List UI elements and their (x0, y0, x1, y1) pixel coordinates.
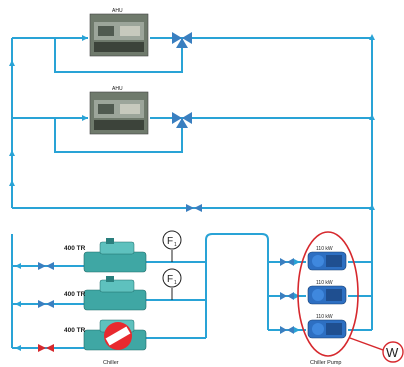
arrow-left (15, 345, 21, 351)
flow-meter-subscript: 1 (174, 280, 177, 286)
pump-valves (280, 258, 294, 334)
arrow-up (9, 180, 15, 186)
flow-meter-symbol: F (167, 236, 173, 247)
ahu-label: AHU (112, 8, 123, 14)
pump-power-label: 110 kW (316, 280, 333, 286)
flow-meter-symbol: F (167, 274, 173, 285)
chiller-group-caption: Chiller (103, 360, 119, 366)
ahu-label: AHU (112, 86, 123, 92)
flow-meter-1: F 1 (163, 231, 181, 262)
arrow-left (15, 263, 21, 269)
arrow-up (9, 150, 15, 156)
arrow-up (9, 60, 15, 66)
chiller-3-offline: 400 TR (64, 320, 146, 350)
three-way-valve-1 (172, 32, 192, 48)
no-entry-icon (104, 322, 132, 350)
pump-power-label: 110 kW (316, 246, 333, 252)
ahu-unit-1: AHU (90, 8, 148, 56)
pump-power-label: 110 kW (316, 314, 333, 320)
chiller-capacity-label: 400 TR (64, 245, 86, 252)
chiller3-closed-valve (38, 344, 54, 352)
arrow-right (294, 327, 300, 333)
bypass-valve (186, 204, 202, 212)
arrow-right (294, 293, 300, 299)
watt-meter: W (383, 342, 403, 362)
watt-meter-symbol: W (386, 345, 399, 360)
three-way-valve-2 (172, 112, 192, 128)
chiller1-valve (38, 262, 54, 270)
arrow-right (82, 115, 88, 121)
flow-meter-subscript: 1 (174, 242, 177, 248)
chiller-capacity-label: 400 TR (64, 291, 86, 298)
chiller-capacity-label: 400 TR (64, 327, 86, 334)
watt-meter-leader (350, 338, 383, 350)
pump-1: 110 kW (308, 246, 346, 270)
arrow-left (15, 301, 21, 307)
pump-3: 110 kW (308, 314, 346, 338)
pump-group-caption: Chiller Pump (310, 360, 341, 366)
flow-meter-2: F 1 (163, 269, 181, 300)
crossover-pipe (206, 234, 268, 330)
arrow-right (294, 259, 300, 265)
chiller2-valve (38, 300, 54, 308)
pump-2: 110 kW (308, 280, 346, 304)
arrow-right (82, 35, 88, 41)
ahu-unit-2: AHU (90, 86, 148, 134)
